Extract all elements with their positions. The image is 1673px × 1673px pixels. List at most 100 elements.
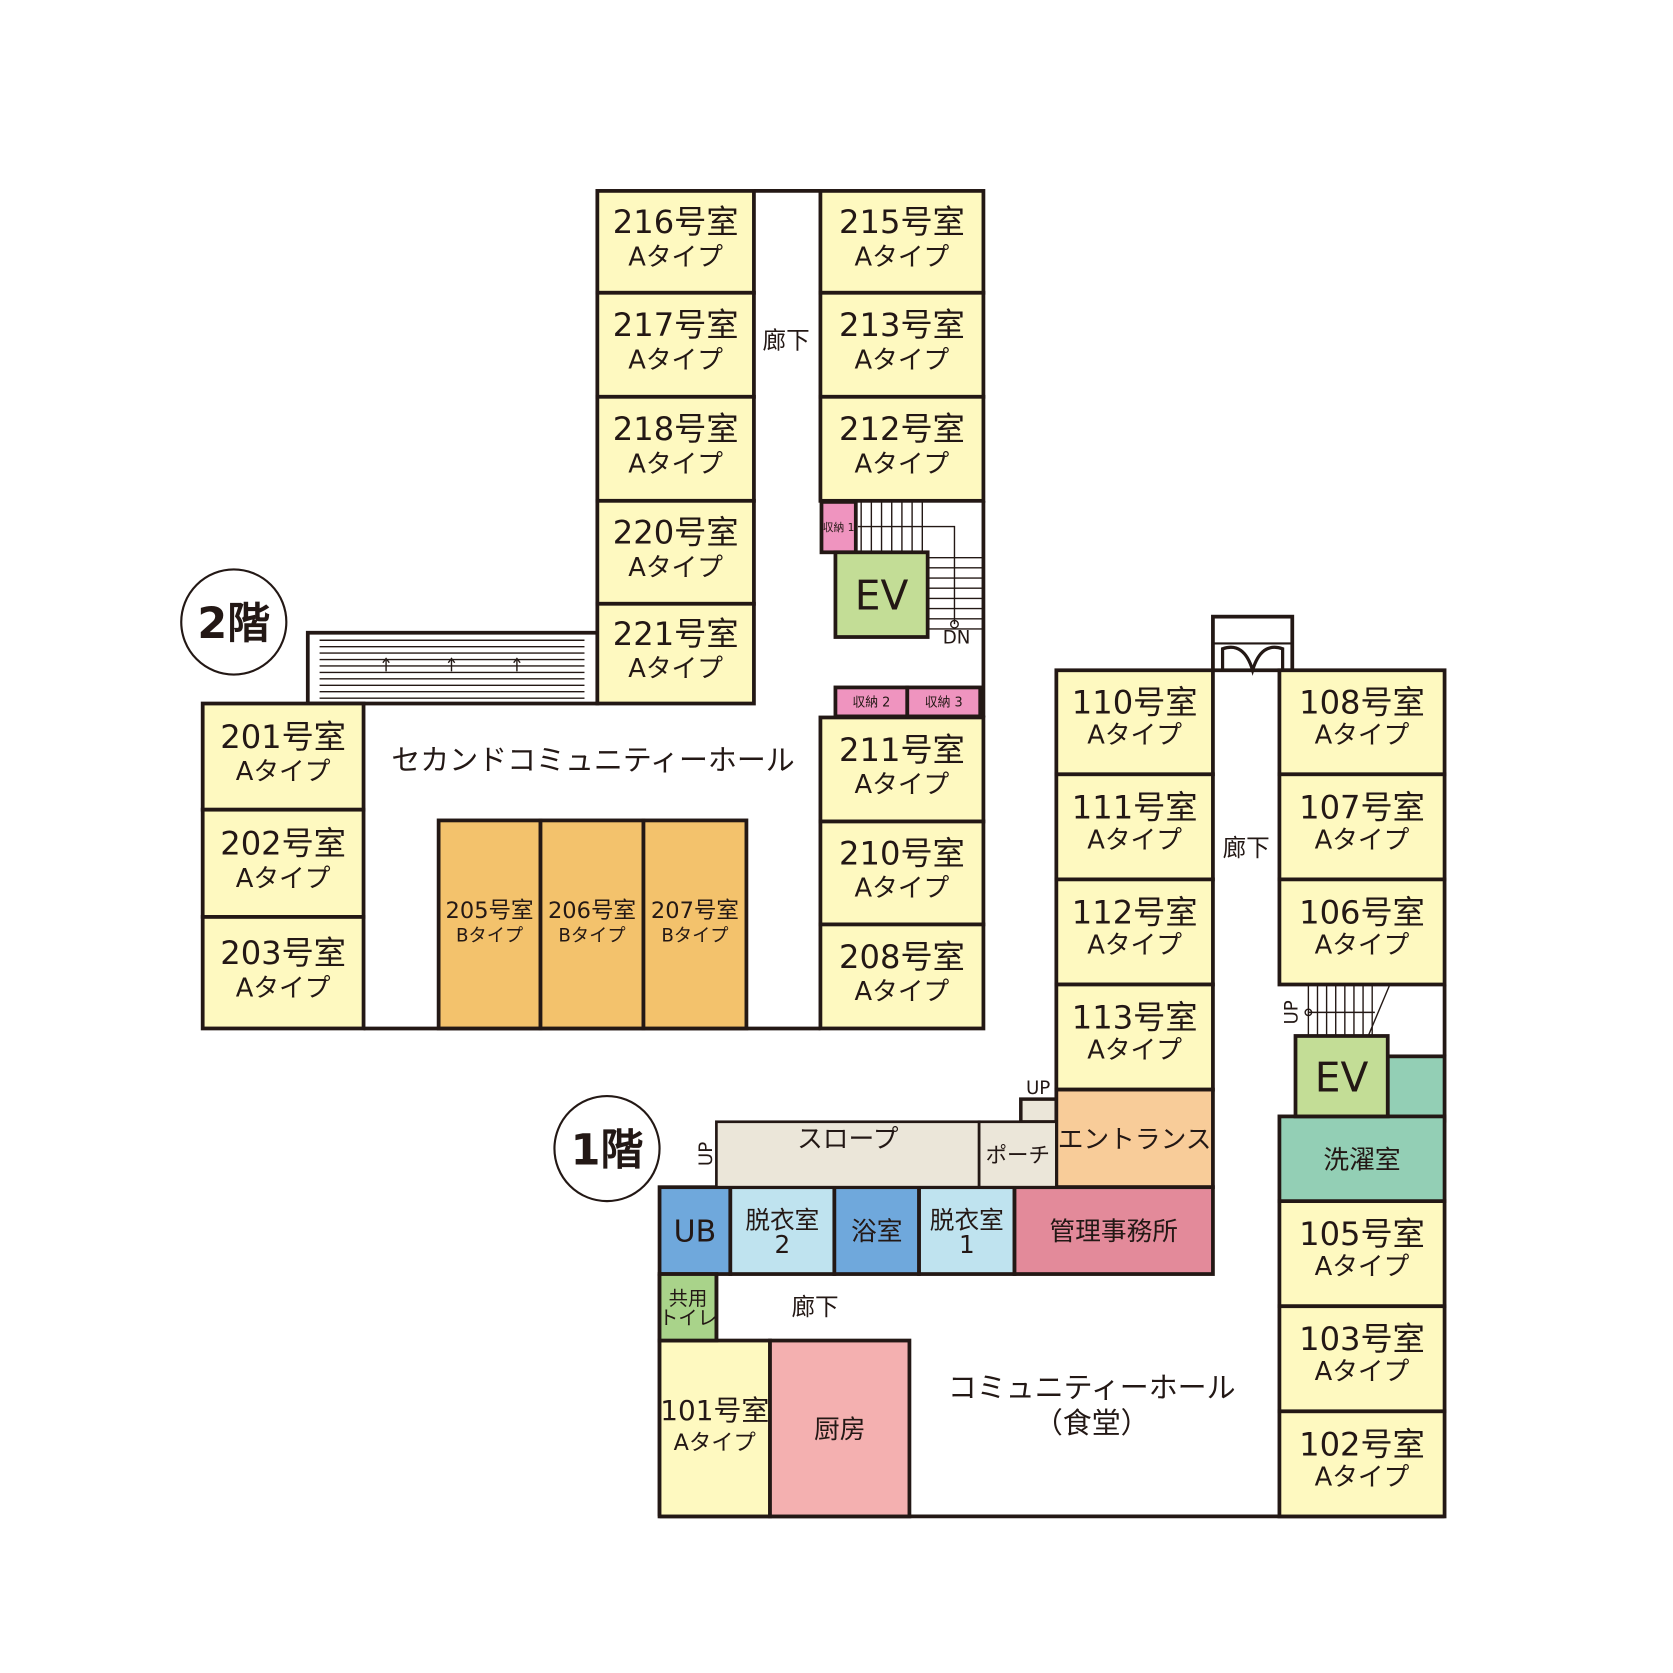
bath[interactable]: 浴室: [832, 1185, 921, 1276]
ev2-label: EV: [855, 572, 909, 620]
storage1-label: 収納 1: [823, 521, 855, 534]
storage1[interactable]: 収納 1: [819, 500, 858, 555]
room-number: 213号室: [839, 306, 965, 344]
porch-step: [1019, 1097, 1058, 1124]
storage2[interactable]: 収納 2: [833, 685, 910, 719]
room-103-area: [1277, 1304, 1447, 1414]
room-type: Aタイプ: [1087, 1035, 1182, 1065]
room-type: Aタイプ: [1087, 825, 1182, 855]
room-217-area: [595, 290, 756, 399]
room-number: 218号室: [613, 410, 739, 448]
room-number: 208号室: [839, 938, 965, 976]
ev1-label: EV: [1315, 1053, 1369, 1101]
room-type: Aタイプ: [1315, 721, 1410, 751]
room-102-area: [1277, 1409, 1447, 1519]
corridor-label-1f-north: 廊下: [1223, 834, 1270, 862]
room-number: 210号室: [839, 834, 965, 872]
community-hall-sublabel: （食堂）: [1034, 1406, 1150, 1440]
ev2[interactable]: EV: [833, 550, 930, 639]
toilet-sublabel: トイレ: [659, 1306, 717, 1329]
office-label: 管理事務所: [1049, 1217, 1178, 1247]
corridor-label-2f: 廊下: [763, 327, 810, 355]
ub[interactable]: UB: [657, 1185, 733, 1276]
room-110-area: [1054, 668, 1215, 777]
room-type: Aタイプ: [855, 345, 950, 375]
room-number: 216号室: [613, 203, 739, 241]
kitchen[interactable]: 厨房: [768, 1338, 912, 1519]
room-number: 207号室: [651, 898, 739, 924]
room-type: Aタイプ: [855, 977, 950, 1007]
room-107-area: [1277, 772, 1447, 882]
slope[interactable]: スロープ: [715, 1120, 981, 1189]
office[interactable]: 管理事務所: [1012, 1185, 1215, 1276]
storage3[interactable]: 収納 3: [905, 685, 983, 719]
dressing2-label: 脱衣室: [745, 1205, 819, 1234]
badge-circle: [553, 1094, 661, 1203]
corridor-label-1f-south: 廊下: [791, 1293, 838, 1321]
room-number: 205号室: [446, 898, 534, 924]
room-type: Aタイプ: [628, 449, 723, 479]
room-number: 108号室: [1299, 684, 1425, 722]
porch[interactable]: ポーチ: [977, 1120, 1058, 1189]
room-number: 106号室: [1299, 893, 1425, 931]
stairs: [319, 501, 1391, 1188]
community-hall-label: コミュニティーホール: [948, 1370, 1236, 1404]
bath-area: [832, 1185, 921, 1276]
ev1-area: [1293, 1034, 1390, 1119]
walls: [305, 189, 1447, 1519]
room-type: Aタイプ: [1315, 825, 1410, 855]
room-type: Bタイプ: [661, 926, 728, 947]
room-type: Aタイプ: [674, 1430, 756, 1456]
entrance[interactable]: エントランス: [1054, 1087, 1215, 1190]
room-type: Aタイプ: [855, 770, 950, 800]
storage2-area: [833, 685, 910, 719]
room-101[interactable]: 101号室 Aタイプ: [657, 1338, 772, 1519]
room-type: Bタイプ: [456, 926, 523, 947]
room-213-area: [818, 290, 986, 399]
stairs-dn-label: DN: [943, 627, 971, 648]
room-number: 201号室: [220, 718, 346, 756]
room-type: Aタイプ: [855, 449, 950, 479]
ev1[interactable]: EV: [1293, 1034, 1390, 1119]
dressing2-sublabel: 2: [774, 1230, 790, 1259]
laundry[interactable]: 洗濯室: [1277, 1114, 1447, 1204]
room-number: 113号室: [1072, 998, 1198, 1036]
room-number: 101号室: [660, 1394, 769, 1427]
room-207-area: [641, 818, 749, 1031]
room-number: 105号室: [1299, 1215, 1425, 1253]
room-111-area: [1054, 772, 1215, 882]
room-205-area: [436, 818, 543, 1031]
room-number: 217号室: [613, 306, 739, 344]
floor-label: 1階: [571, 1126, 644, 1176]
